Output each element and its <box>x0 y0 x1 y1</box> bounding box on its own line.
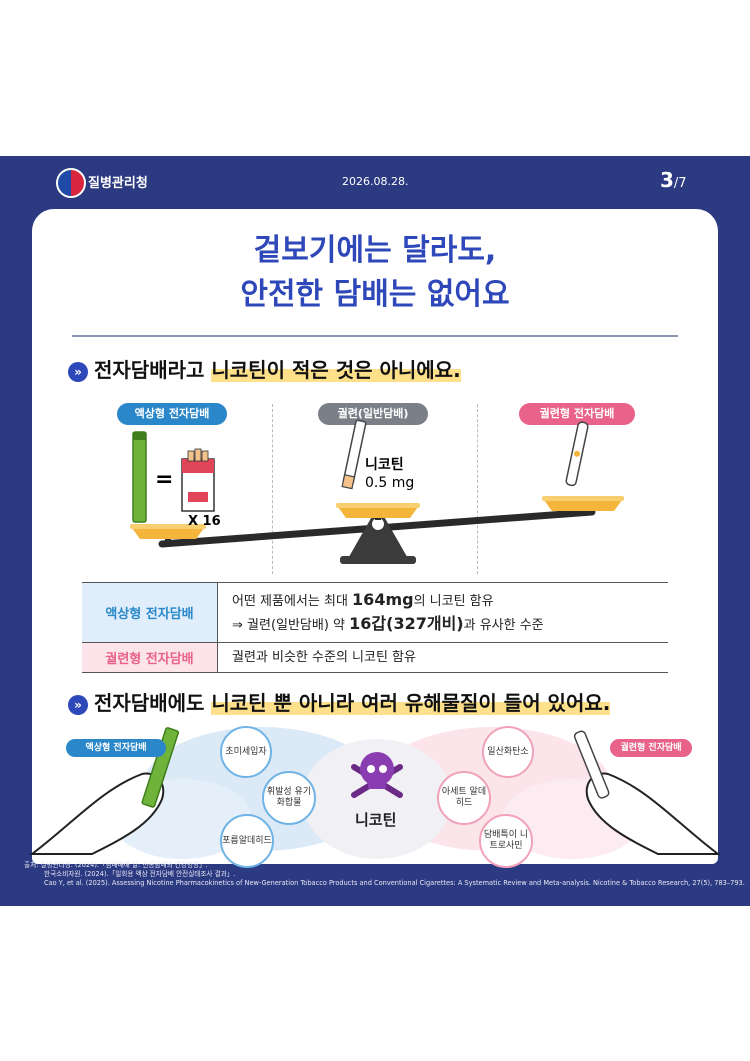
row-content: 어떤 제품에서는 최대 164mg의 니코틴 함유 ⇒ 궐련(일반담배) 약 1… <box>217 582 668 643</box>
harmful-substances-illustration <box>29 727 721 859</box>
comparison-table: 액상형 전자담배 어떤 제품에서는 최대 164mg의 니코틴 함유 ⇒ 궐련(… <box>82 582 668 673</box>
tag-cigarette: 궐련(일반담배) <box>318 403 428 425</box>
source-line: Cao Y, et al. (2025). Assessing Nicotine… <box>44 879 745 887</box>
row-label: 궐련형 전자담배 <box>82 642 218 673</box>
substance-bubble: 초미세입자 <box>220 726 272 778</box>
source-line: 출처: 질병관리청. (2024).「담배매해 알: 신종담배의 건강영향」. <box>24 861 208 869</box>
section2-heading: »전자담배에도 니코틴 뿐 아니라 여러 유해물질이 들어 있어요. <box>68 687 611 716</box>
content-panel: 겉보기에는 달라도, 안전한 담배는 없어요 »전자담배라고 니코틴이 적은 것… <box>29 209 721 868</box>
equals-sign: = <box>155 467 174 492</box>
nicotine-center-label: 니코틴 <box>355 811 397 829</box>
substance-bubble: 포름알데히드 <box>220 814 274 868</box>
row-label: 액상형 전자담배 <box>82 582 218 643</box>
nicotine-amount: 0.5 mg <box>365 475 415 491</box>
kdca-logo-icon <box>56 168 86 198</box>
table-row: 궐련형 전자담배 궐련과 비슷한 수준의 니코틴 함유 <box>82 642 668 673</box>
post-date: 2026.08.28. <box>342 175 409 188</box>
substance-bubble: 담배특이 니트로사민 <box>479 814 533 868</box>
nicotine-label: 니코틴 <box>365 457 404 473</box>
footer-sources: 출처: 질병관리청. (2024).「담배매해 알: 신종담배의 건강영향」. … <box>24 861 745 888</box>
dash-divider-2 <box>477 404 478 574</box>
org-name: 질병관리청 <box>88 176 148 191</box>
double-chevron-icon: » <box>68 361 88 382</box>
substance-bubble: 휘발성 유기화합물 <box>262 771 316 825</box>
scale-illustration <box>130 419 624 564</box>
source-line: 한국소비자원. (2024).「일회용 액상 전자담배 안전실태조사 결과」. <box>44 870 236 878</box>
page-indicator: 3/7 <box>660 168 687 192</box>
tag-heated-small: 궐련형 전자담배 <box>610 739 692 757</box>
skull-crossbones-icon <box>351 752 403 798</box>
tag-liquid-small: 액상형 전자담배 <box>66 739 166 757</box>
double-chevron-icon: » <box>68 694 88 715</box>
row-content: 궐련과 비슷한 수준의 니코틴 함유 <box>217 642 668 673</box>
title-line2: 안전한 담배는 없어요 <box>240 277 510 312</box>
tag-liquid: 액상형 전자담배 <box>117 403 227 425</box>
substance-bubble: 아세트 알데히드 <box>437 771 491 825</box>
dash-divider-1 <box>272 404 273 574</box>
pack-multiplier: X 16 <box>188 514 221 529</box>
card-frame: 질병관리청 2026.08.28. 3/7 겉보기에는 달라도, 안전한 담배는… <box>0 156 750 906</box>
tag-heated: 궐련형 전자담배 <box>519 403 635 425</box>
substance-bubble: 일산화탄소 <box>482 726 534 778</box>
title-line1: 겉보기에는 달라도, <box>253 233 497 268</box>
header: 질병관리청 2026.08.28. 3/7 <box>0 156 750 210</box>
table-row: 액상형 전자담배 어떤 제품에서는 최대 164mg의 니코틴 함유 ⇒ 궐련(… <box>82 582 668 643</box>
section1-heading: »전자담배라고 니코틴이 적은 것은 아니에요. <box>68 354 461 383</box>
divider <box>72 335 678 337</box>
